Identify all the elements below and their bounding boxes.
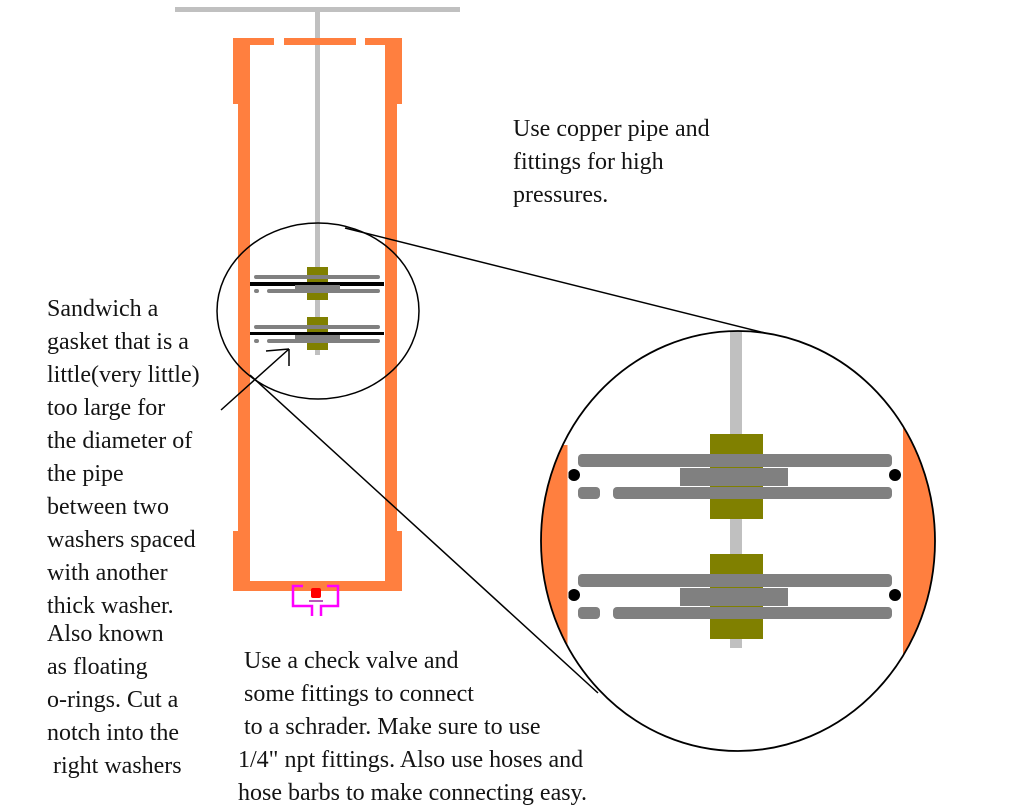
zoom-line-top	[344, 227, 766, 334]
note-check-valve: Use a check valve and some fittings to c…	[238, 648, 587, 806]
washer-assembly-upper	[250, 267, 384, 300]
check-ball	[311, 588, 321, 598]
pump-handle	[175, 7, 460, 12]
plunger-rod	[315, 10, 320, 355]
copper-pipe	[233, 100, 402, 591]
note-copper-pipe: Use copper pipe and fittings for high pr…	[513, 116, 710, 208]
detail-circle-large	[540, 330, 936, 752]
top-cap	[233, 38, 402, 104]
note-gasket: Sandwich a gasket that is a little(very …	[47, 296, 200, 619]
check-valve	[291, 584, 340, 616]
arrow-pointer	[220, 348, 290, 411]
note-floating-orings: Also known as floating o-rings. Cut a no…	[47, 621, 182, 779]
zoom-line-bottom	[249, 374, 599, 694]
washer-assembly-lower	[250, 317, 384, 350]
detail-circle-small	[216, 222, 420, 400]
